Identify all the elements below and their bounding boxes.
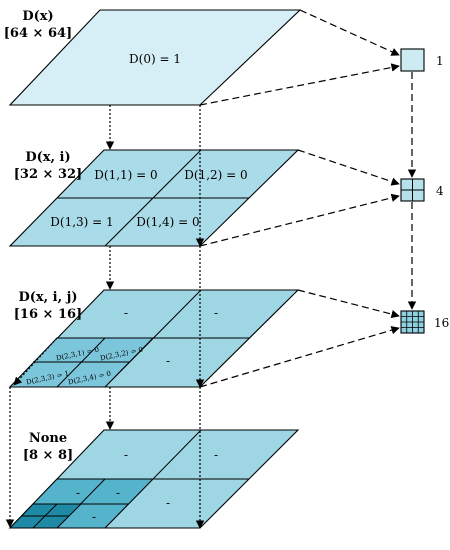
level-1-cell-4: D(1,4) = 0 — [136, 215, 199, 229]
level-2-cell-2: - — [214, 306, 218, 320]
level-0-size: [64 × 64] — [4, 26, 72, 41]
vertical-arrows — [5, 105, 205, 529]
arrow-l1-top-box — [297, 149, 400, 186]
arrow-l2-bottom-box — [199, 326, 400, 388]
level-3-cell-4: - — [166, 496, 170, 510]
level-2: D(x, i, j) [16 × 16] - - - D(2,3,1) = 0 … — [8, 289, 300, 388]
arrow-l1-bottom-box — [199, 193, 400, 247]
level-0: D(x) [64 × 64] D(0) = 1 — [4, 9, 302, 106]
level-2-name: D(x, i, j) — [18, 290, 77, 305]
level-2-size: [16 × 16] — [14, 307, 82, 322]
level-2-cell-4: - — [166, 354, 170, 368]
level-0-name: D(x) — [22, 9, 53, 24]
level-3-subcell-1: - — [76, 486, 80, 500]
count-box-1 — [400, 48, 425, 72]
count-box-4 — [400, 178, 425, 202]
arrow-sub-l1-l2 — [13, 337, 58, 386]
count-box-16 — [400, 310, 425, 334]
arrow-l2-top-box — [297, 289, 400, 319]
arrow-l0-top-box — [299, 9, 400, 56]
count-label-16: 16 — [434, 316, 449, 330]
level-1-vsplit — [104, 149, 202, 247]
level-1-cell-3: D(1,3) = 1 — [50, 215, 113, 229]
level-3-subcell-2: - — [116, 486, 120, 500]
level-1-size: [32 × 32] — [14, 167, 82, 182]
level-3-cell-1: - — [124, 448, 128, 462]
count-column: 1 4 16 — [400, 48, 449, 334]
level-3-cell-2: - — [214, 448, 218, 462]
level-0-cell: D(0) = 1 — [129, 52, 181, 66]
level-1: D(x, i) [32 × 32] D(1,1) = 0 D(1,2) = 0 … — [8, 149, 300, 247]
count-label-4: 4 — [436, 184, 444, 198]
level-3-finest-vsplit — [32, 503, 58, 529]
plane-to-box-arrows — [199, 9, 400, 388]
level-1-cell-2: D(1,2) = 0 — [184, 168, 247, 182]
level-3-name: None — [29, 431, 67, 446]
level-3: None [8 × 8] - - - - - - — [8, 429, 300, 529]
count-label-1: 1 — [436, 54, 444, 68]
arrow-l0-bottom-box — [199, 63, 400, 106]
level-3-subcell-4: - — [92, 510, 96, 524]
level-2-cell-1: - — [124, 306, 128, 320]
level-3-size: [8 × 8] — [23, 448, 73, 463]
level-1-cell-1: D(1,1) = 0 — [94, 168, 157, 182]
level-2-sub-vsplit — [56, 337, 106, 388]
level-1-name: D(x, i) — [25, 150, 70, 165]
